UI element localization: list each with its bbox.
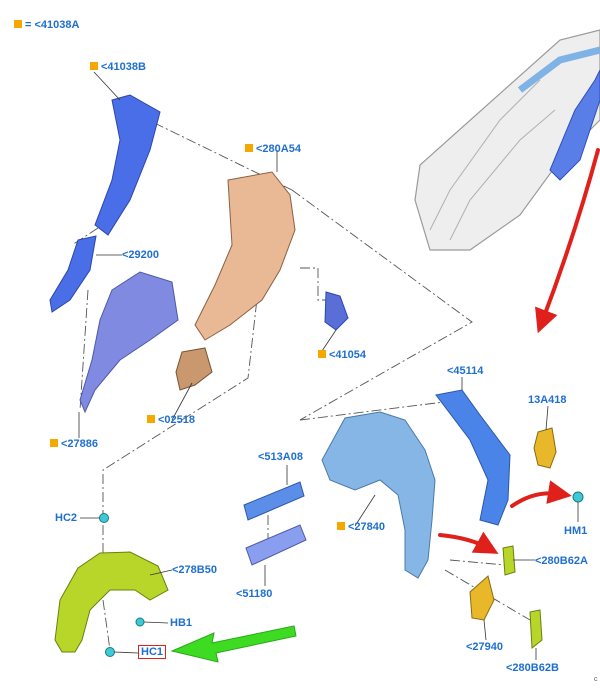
label-marker [337,522,345,530]
label-marker [147,415,155,423]
legend-marker [14,20,22,28]
label-27940[interactable]: <27940 [466,641,504,653]
part-02518[interactable] [175,347,213,391]
part-45114[interactable] [435,389,511,526]
part-27940[interactable] [469,575,495,621]
red-arrow-body-to-parts [535,148,600,334]
part-27886[interactable] [79,271,179,414]
part-280B62A[interactable] [502,545,516,576]
red-arrow-to-HM1 [510,480,572,508]
part-41038B[interactable] [94,94,161,236]
part-51180[interactable] [245,524,307,566]
label-513A08[interactable]: <513A08 [258,451,303,463]
label-HM1[interactable]: HM1 [564,525,588,537]
part-HC1[interactable] [105,647,115,657]
label-marker [318,350,326,358]
callout-HC1: HC1 [138,645,167,659]
label-280A54[interactable]: <280A54 [245,143,301,155]
part-513A08[interactable] [243,481,305,521]
label-280B62A[interactable]: <280B62A [535,555,588,567]
body-side-reference [414,29,600,251]
label-27886[interactable]: <27886 [50,438,98,450]
label-marker [90,62,98,70]
part-HC2[interactable] [99,513,109,523]
label-280B62B[interactable]: <280B62B [506,662,559,674]
red-arrows [438,148,600,554]
label-02518[interactable]: <02518 [147,414,195,426]
label-HC2[interactable]: HC2 [55,512,78,524]
label-278B50[interactable]: <278B50 [172,564,217,576]
part-280A54[interactable] [194,171,296,341]
part-HM1[interactable] [572,491,584,503]
label-HC1[interactable]: HC1 [138,645,167,659]
green-arrow-to-HC1 [170,625,297,663]
label-51180[interactable]: <51180 [236,588,273,600]
legend-text: = <41038A [25,19,80,31]
label-HB1[interactable]: HB1 [170,617,193,629]
part-13A418[interactable] [533,427,557,469]
label-41054[interactable]: <41054 [318,349,366,361]
part-278B50[interactable] [54,551,169,653]
part-27840[interactable] [321,411,436,579]
part-41054[interactable] [324,291,349,331]
label-29200[interactable]: <29200 [122,249,160,261]
label-27840[interactable]: <27840 [337,521,385,533]
label-13A418[interactable]: 13A418 [528,394,567,406]
label-41038B[interactable]: <41038B [90,61,146,73]
part-HB1[interactable] [135,617,145,627]
legend: = <41038A [14,19,79,31]
label-marker [245,144,253,152]
red-arrow-to-280B62A [438,531,499,554]
corner-mark: c [594,676,598,683]
part-280B62B[interactable] [529,609,543,649]
part-29200[interactable] [49,235,97,313]
label-marker [50,439,58,447]
label-45114[interactable]: <45114 [447,365,484,377]
